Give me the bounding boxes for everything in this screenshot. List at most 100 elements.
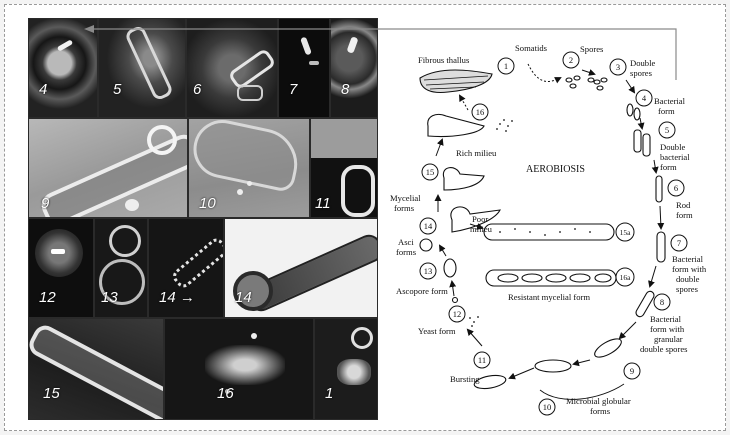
label-bacterial-granular-2: form with xyxy=(650,324,685,334)
label-yeast-form: Yeast form xyxy=(418,326,456,336)
label-bacterial-form-2: form xyxy=(658,106,675,116)
label-poor-milieu-2: milieu xyxy=(470,224,493,234)
aerobiosis-cycle-diagram: 1 2 3 4 5 6 7 8 9 10 11 12 13 14 15 16 1… xyxy=(390,43,707,416)
node-number-15: 15 xyxy=(426,167,435,177)
micrograph-1: 1 xyxy=(314,318,378,420)
micrograph-15-number: 15 xyxy=(43,385,60,402)
label-fibrous-thallus: Fibrous thallus xyxy=(418,55,470,65)
node-number-2: 2 xyxy=(569,55,573,65)
node-circle-6 xyxy=(667,179,685,197)
node-number-15a: 15a xyxy=(620,228,632,237)
label-microbial-globular-2: forms xyxy=(590,406,611,416)
micrograph-11-number: 11 xyxy=(315,195,331,212)
node-number-5: 5 xyxy=(665,125,669,135)
micrograph-5: 5 xyxy=(98,18,186,118)
node-number-11: 11 xyxy=(478,355,486,365)
label-bacterial-double-3: double xyxy=(676,274,700,284)
micrograph-13-number: 13 xyxy=(101,289,118,306)
node-circle-13 xyxy=(419,262,437,280)
label-resistant-mycelial: Resistant mycelial form xyxy=(508,292,590,302)
label-double-spores-2: spores xyxy=(630,68,653,78)
node-circle-12 xyxy=(448,305,466,323)
label-bacterial-double-1: Bacterial xyxy=(672,254,704,264)
node-circle-15a xyxy=(615,222,635,242)
label-rich-milieu: Rich milieu xyxy=(456,148,497,158)
label-somatids: Somatids xyxy=(515,43,548,53)
micrograph-12: 12 xyxy=(28,218,94,318)
node-number-12: 12 xyxy=(453,309,462,319)
micrograph-8-number: 8 xyxy=(341,81,350,98)
diagram-title: AEROBIOSIS xyxy=(526,164,585,175)
node-circle-9 xyxy=(623,362,641,380)
label-bursting: Bursting xyxy=(450,374,480,384)
micrograph-8: 8 xyxy=(330,18,378,118)
node-circle-11 xyxy=(473,351,491,369)
label-bacterial-double-4: spores xyxy=(676,284,699,294)
label-asci-forms-2: forms xyxy=(396,247,417,257)
label-bacterial-granular-1: Bacterial xyxy=(650,314,682,324)
node-circle-5 xyxy=(658,121,676,139)
node-circle-2 xyxy=(562,51,580,69)
label-poor-milieu-1: Poor xyxy=(472,214,488,224)
node-circle-8 xyxy=(653,293,671,311)
label-bacterial-form-1: Bacterial xyxy=(654,96,686,106)
node-number-3: 3 xyxy=(616,62,620,72)
node-number-8: 8 xyxy=(660,297,664,307)
micrograph-14b: 14 xyxy=(224,218,378,318)
micrograph-10: 10 xyxy=(188,118,310,218)
node-number-14: 14 xyxy=(424,221,433,231)
mycelium-15a-shape xyxy=(483,223,615,241)
label-spores: Spores xyxy=(580,44,604,54)
micrograph-1-number: 1 xyxy=(325,385,334,402)
micrograph-14-number: 14 xyxy=(235,289,252,306)
node-circle-4 xyxy=(635,89,653,107)
label-double-bacterial-3: form xyxy=(660,162,677,172)
label-double-bacterial-2: bacterial xyxy=(660,152,690,162)
label-mycelial-forms-1: Mycelial xyxy=(390,193,421,203)
micrograph-6-number: 6 xyxy=(193,81,202,98)
node-circle-7 xyxy=(670,234,688,252)
micrograph-7-number: 7 xyxy=(289,81,298,98)
micrograph-6: 6 xyxy=(186,18,278,118)
micrograph-16-number: 16 xyxy=(217,385,234,402)
micrograph-4-number: 4 xyxy=(39,81,48,98)
micrograph-9-number: 9 xyxy=(41,195,50,212)
label-bacterial-granular-4: double spores xyxy=(640,344,688,354)
node-number-9: 9 xyxy=(630,366,634,376)
label-microbial-globular-1: Microbial globular xyxy=(566,396,631,406)
micrograph-12-number: 12 xyxy=(39,289,56,306)
node-circle-16 xyxy=(471,103,489,121)
node-number-1: 1 xyxy=(504,61,508,71)
node-circle-10 xyxy=(538,398,556,416)
node-number-7: 7 xyxy=(677,238,681,248)
node-number-10: 10 xyxy=(543,402,552,412)
node-circle-14 xyxy=(419,217,437,235)
label-double-bacterial-1: Double xyxy=(660,142,685,152)
node-circle-15 xyxy=(421,163,439,181)
micrograph-9: 9 xyxy=(28,118,188,218)
label-double-spores-1: Double xyxy=(630,58,655,68)
label-bacterial-double-2: form with xyxy=(672,264,707,274)
micrograph-14a: 14 → xyxy=(148,218,224,318)
micrograph-11: 11 xyxy=(310,118,378,218)
label-rod-form-2: form xyxy=(676,210,693,220)
node-circle-3 xyxy=(609,58,627,76)
label-ascopore-form: Ascopore form xyxy=(396,286,448,296)
micrograph-13: 13 xyxy=(94,218,148,318)
micrograph-7: 7 xyxy=(278,18,330,118)
node-number-6: 6 xyxy=(674,183,678,193)
label-asci-forms-1: Asci xyxy=(398,237,414,247)
micrograph-4: 4 xyxy=(28,18,98,118)
micrograph-14-arrow-number: 14 → xyxy=(159,289,195,306)
label-bacterial-granular-3: granular xyxy=(654,334,683,344)
node-number-4: 4 xyxy=(642,93,647,103)
micrograph-5-number: 5 xyxy=(113,81,122,98)
label-rod-form-1: Rod xyxy=(676,200,691,210)
micrograph-10-number: 10 xyxy=(199,195,216,212)
micrograph-mosaic: 4 5 6 7 8 9 10 11 12 xyxy=(28,18,378,420)
node-number-13: 13 xyxy=(424,266,433,276)
label-mycelial-forms-2: forms xyxy=(394,203,415,213)
node-number-16: 16 xyxy=(476,107,485,117)
micrograph-15: 15 xyxy=(28,318,164,420)
